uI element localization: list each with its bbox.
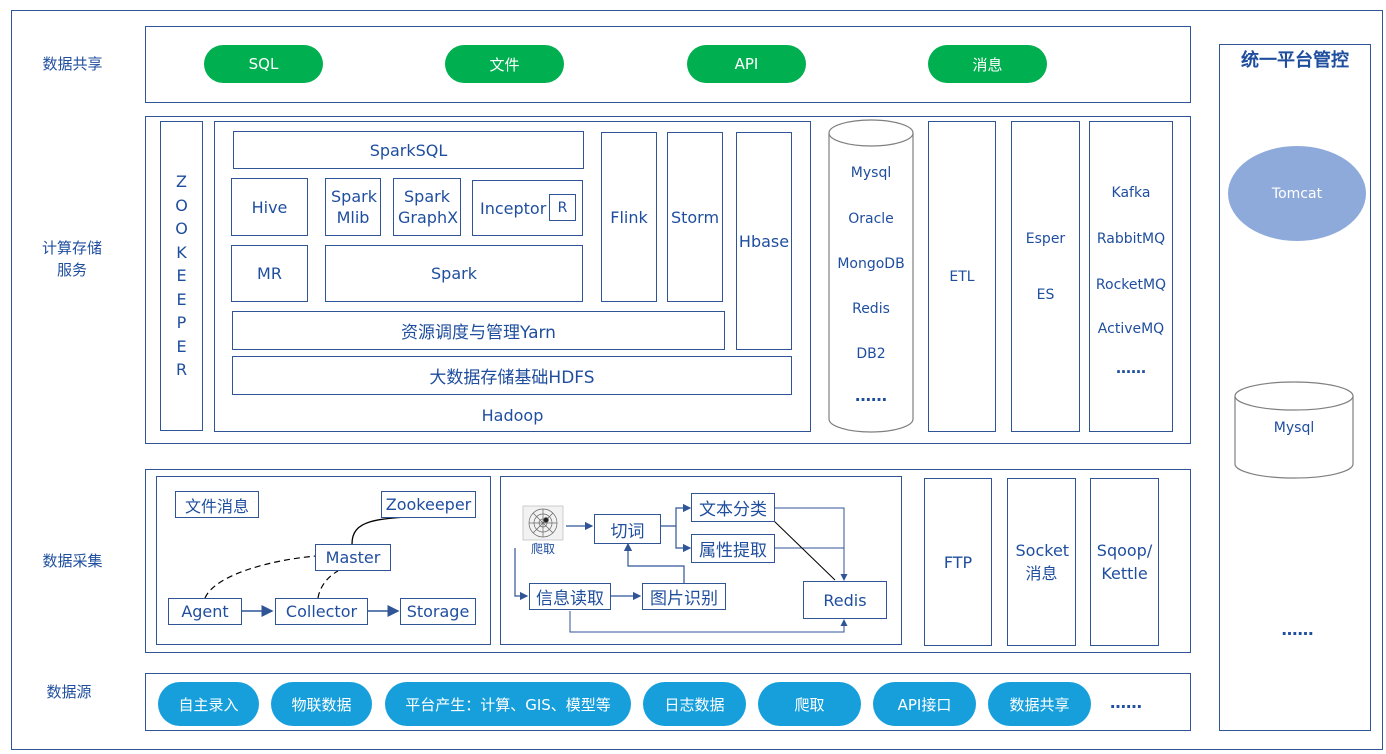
mq-activemq: ActiveMQ <box>1097 321 1165 337</box>
spark-mlib-label: Spark Mlib <box>331 187 377 227</box>
mq-box: Kafka RabbitMQ RocketMQ ActiveMQ …… <box>1089 121 1173 432</box>
inceptor-label: Inceptor <box>480 198 547 218</box>
zk-letter: P <box>176 313 187 333</box>
etl-box: ETL <box>928 121 996 432</box>
platform-mysql-cylinder <box>1234 381 1354 479</box>
flink-box: Flink <box>601 132 657 302</box>
hbase-box: Hbase <box>736 132 792 350</box>
spark-mlib-box: Spark Mlib <box>325 178 381 236</box>
db-redis: Redis <box>852 301 890 317</box>
db-mongodb: MongoDB <box>837 256 905 272</box>
crawler-spider-label: 爬取 <box>530 542 555 556</box>
esper-box: Esper ES <box>1011 121 1080 432</box>
zk-letter: E <box>176 336 187 356</box>
crawler-info: 信息读取 <box>529 583 611 610</box>
es-label: ES <box>1036 286 1055 303</box>
db-db2: DB2 <box>856 346 886 362</box>
sqoop-box: Sqoop/ Kettle <box>1090 478 1159 646</box>
db-more: …… <box>855 386 887 405</box>
mq-rabbitmq: RabbitMQ <box>1096 231 1166 247</box>
zookeeper-column: Z O O K E E P E R <box>160 121 203 431</box>
source-manual: 自主录入 <box>158 682 259 726</box>
sqoop-label: Sqoop/ Kettle <box>1096 541 1153 583</box>
flume-collector: Collector <box>275 598 368 625</box>
row-label-collect: 数据采集 <box>42 552 103 570</box>
source-log: 日志数据 <box>643 682 746 726</box>
source-share: 数据共享 <box>988 682 1091 726</box>
socket-label: Socket 消息 <box>1015 541 1070 583</box>
share-file: 文件 <box>445 45 564 83</box>
db-oracle: Oracle <box>848 211 894 227</box>
crawler-redis: Redis <box>803 581 887 619</box>
zk-letter: K <box>176 242 187 262</box>
flume-file-msg: 文件消息 <box>175 491 259 518</box>
zk-letter: Z <box>176 172 187 192</box>
spark-box: Spark <box>325 245 583 302</box>
zk-letter: O <box>175 219 188 239</box>
share-message: 消息 <box>928 45 1047 83</box>
crawler-cut: 切词 <box>594 514 661 544</box>
share-sql: SQL <box>204 45 323 83</box>
zk-letter: O <box>175 195 188 215</box>
zk-letter: E <box>176 289 187 309</box>
flume-zookeeper: Zookeeper <box>381 491 476 518</box>
share-api: API <box>687 45 806 83</box>
db-mysql: Mysql <box>850 165 892 181</box>
crawler-attr: 属性提取 <box>691 534 775 563</box>
source-more: …… <box>1110 693 1142 712</box>
platform-more: …… <box>1281 620 1314 639</box>
storm-box: Storm <box>667 132 723 302</box>
hdfs-box: 大数据存储基础HDFS <box>232 356 792 395</box>
mr-box: MR <box>231 245 308 302</box>
row-label-source: 数据源 <box>46 683 92 701</box>
esper-label: Esper <box>1025 230 1066 247</box>
ftp-box: FTP <box>924 478 992 646</box>
flume-storage: Storage <box>400 598 476 625</box>
source-platform: 平台产生：计算、GIS、模型等 <box>385 682 631 726</box>
mq-more: …… <box>1116 359 1146 377</box>
mq-rocketmq: RocketMQ <box>1095 277 1167 293</box>
socket-box: Socket 消息 <box>1007 478 1076 646</box>
tomcat-ellipse: Tomcat <box>1228 146 1366 241</box>
hive-box: Hive <box>231 178 308 236</box>
crawler-image: 图片识别 <box>642 583 726 610</box>
zk-letter: E <box>176 266 187 286</box>
flume-agent: Agent <box>168 598 242 625</box>
row-label-share: 数据共享 <box>42 55 103 73</box>
mq-kafka: Kafka <box>1111 185 1151 201</box>
spark-graphx-label: Spark GraphX <box>398 187 459 227</box>
row-label-compute: 计算存储服务 <box>41 239 102 279</box>
yarn-box: 资源调度与管理Yarn <box>232 311 725 350</box>
sparksql-box: SparkSQL <box>233 131 584 169</box>
r-box: R <box>549 194 576 221</box>
hadoop-label: Hadoop <box>481 406 544 425</box>
zk-letter: R <box>175 360 188 380</box>
source-api: API接口 <box>873 682 976 726</box>
crawler-classify: 文本分类 <box>691 493 775 522</box>
spark-graphx-box: Spark GraphX <box>393 178 461 236</box>
source-iot: 物联数据 <box>271 682 372 726</box>
flume-master: Master <box>315 544 391 571</box>
platform-title: 统一平台管控 <box>1241 50 1349 71</box>
database-cylinder <box>828 119 914 433</box>
tomcat-label: Tomcat <box>1271 185 1323 202</box>
source-crawl: 爬取 <box>758 682 861 726</box>
spider-web-icon <box>522 505 564 541</box>
platform-mysql-label: Mysql <box>1273 420 1315 436</box>
